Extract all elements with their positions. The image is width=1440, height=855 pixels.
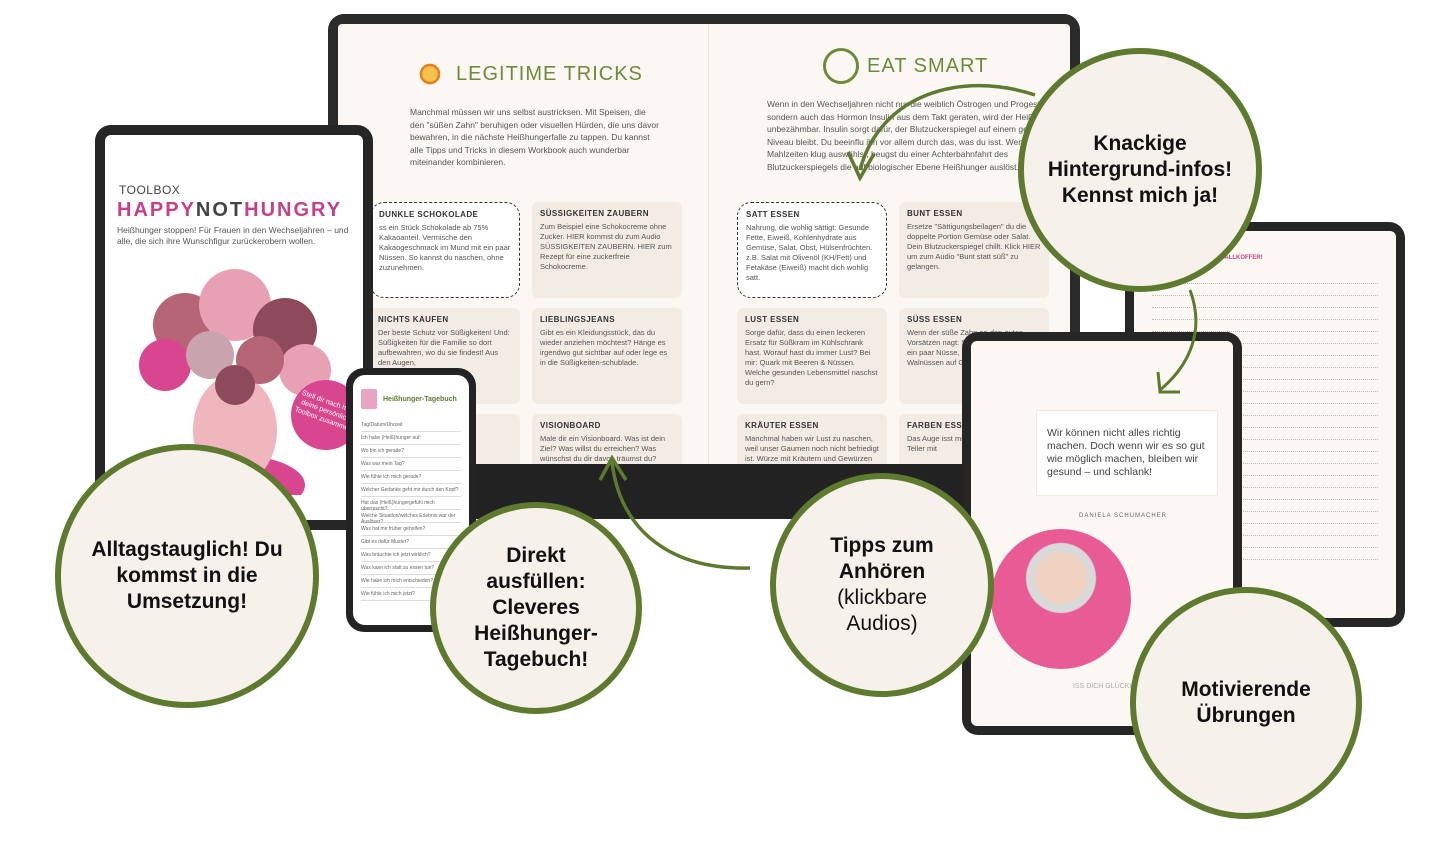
- tagebuch-header: Heißhunger-Tagebuch: [361, 389, 461, 409]
- text-line: [1152, 275, 1378, 284]
- text-line: [1152, 359, 1378, 368]
- text-line: [1152, 311, 1378, 320]
- toolbox-subtitle: Heißhunger stoppen! Für Frauen in den We…: [117, 225, 349, 246]
- text-line: [1152, 287, 1378, 296]
- eat-smart-title: EAT SMART: [823, 48, 1066, 84]
- lightbulb-brain-icon: [823, 48, 859, 84]
- text-line: [1152, 443, 1378, 452]
- journal-field[interactable]: Ich habe (Heiß)hunger auf:: [361, 432, 461, 445]
- text-line: [1152, 323, 1378, 332]
- bubble-alltagstauglich: Alltagstauglich! Du kommst in die Umsetz…: [55, 444, 319, 708]
- legitime-tricks-title: LEGITIME TRICKS: [412, 56, 694, 92]
- journal-field[interactable]: Tag/Datum/Uhrzeit: [361, 419, 461, 432]
- bubble-tagebuch: Direkt ausfüllen: Cleveres Heißhunger-Ta…: [430, 502, 642, 714]
- journal-field[interactable]: Wie fühle ich mich jetzt?: [361, 588, 461, 601]
- journal-field[interactable]: Welcher Gedanke geht mir durch den Kopf?: [361, 484, 461, 497]
- text-line: [1152, 527, 1378, 536]
- text-line: [1152, 371, 1378, 380]
- quote-author: DANIELA SCHUMACHER: [1079, 513, 1168, 519]
- journal-field[interactable]: Wo bin ich gerade?: [361, 445, 461, 458]
- text-line: [1152, 431, 1378, 440]
- journal-field[interactable]: Welche Situation/welches Erlebnis war de…: [361, 510, 461, 525]
- book-icon: [361, 389, 377, 409]
- bubble-uebungen: Motivierende Übrungen: [1130, 587, 1362, 819]
- text-line: [1152, 551, 1378, 560]
- text-line: [1152, 407, 1378, 416]
- text-line: [1152, 347, 1378, 356]
- text-line: [1152, 503, 1378, 512]
- bubble-hintergrund: Knackige Hintergrund-infos! Kennst mich …: [1018, 48, 1262, 292]
- journal-field[interactable]: Gibt es dafür Muster?: [361, 536, 461, 549]
- tagebuch-screen: Heißhunger-Tagebuch Tag/Datum/Uhrzeit Ic…: [353, 375, 469, 625]
- journal-field[interactable]: Was kann ich statt zu essen tun?: [361, 562, 461, 575]
- journal-field[interactable]: Was war mein Tag?: [361, 458, 461, 471]
- journal-field[interactable]: Was bräuchte ich jetzt wirklich?: [361, 549, 461, 562]
- text-line: [1152, 455, 1378, 464]
- text-line: [1152, 539, 1378, 548]
- journal-field[interactable]: Wie fühle ich mich gerade?: [361, 471, 461, 484]
- journal-field[interactable]: Hat das (Heiß)hungergefühl mich überrasc…: [361, 497, 461, 512]
- text-line: [1152, 491, 1378, 500]
- quote-text: Wir können nicht alles richtig machen. D…: [1037, 411, 1217, 495]
- text-line: [1152, 419, 1378, 428]
- toolbox-title: HAPPYNOTHUNGRY: [117, 199, 343, 221]
- author-portrait: [991, 529, 1131, 669]
- journal-field[interactable]: Was hat mir früher geholfen?: [361, 523, 461, 536]
- legitime-tricks-intro: Manchmal müssen wir uns selbst austricks…: [410, 107, 659, 167]
- text-line: [1152, 479, 1378, 488]
- tagebuch-title: Heißhunger-Tagebuch: [383, 395, 457, 403]
- text-line: [1152, 395, 1378, 404]
- toolbox-kicker: TOOLBOX: [119, 183, 181, 197]
- text-line: [1152, 335, 1378, 344]
- text-line: [1152, 515, 1378, 524]
- text-line: [1152, 299, 1378, 308]
- text-line: [1152, 383, 1378, 392]
- journal-field[interactable]: Wie habe ich mich entschieden?: [361, 575, 461, 588]
- magic-wand-icon: [412, 56, 448, 92]
- bubble-audios: Tipps zum Anhören (klickbare Audios): [770, 473, 994, 697]
- text-line: [1152, 467, 1378, 476]
- quote-screen: Wir können nicht alles richtig machen. D…: [971, 341, 1233, 726]
- brand-logo: ISS DICH GLÜCKLICH: [1073, 683, 1146, 690]
